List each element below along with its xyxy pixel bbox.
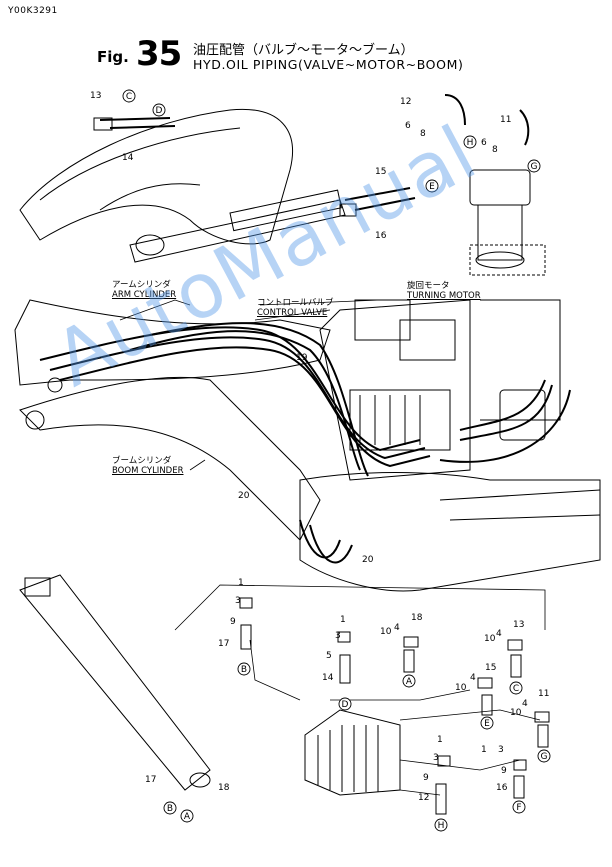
part-number: 3 [235, 596, 241, 606]
part-number: 14 [122, 153, 134, 163]
part-number: 1 [238, 578, 244, 588]
connector-letter: H [467, 138, 474, 148]
label-control-valve: コントロールバルブ CONTROL VALVE [257, 298, 334, 318]
part-number: 6 [405, 121, 411, 131]
connector-letter: A [406, 677, 413, 687]
connector-letter: F [516, 803, 521, 813]
part-number: 15 [375, 167, 386, 177]
fittings [93, 117, 550, 815]
part-number: 10 [510, 708, 522, 718]
part-number: 14 [322, 673, 334, 683]
part-number: 12 [418, 793, 429, 803]
part-number: 9 [423, 773, 429, 783]
label-boom-cylinder: ブームシリンダ BOOM CYLINDER [112, 456, 184, 476]
connector-letter: G [531, 162, 538, 172]
part-number: 18 [218, 783, 230, 793]
part-number: 10 [484, 634, 496, 644]
part-number: 9 [501, 766, 507, 776]
figure-title-english: HYD.OIL PIPING(VALVE~MOTOR~BOOM) [193, 57, 464, 72]
part-number: 11 [500, 115, 511, 125]
part-number: 4 [496, 629, 502, 639]
assembly-lines [119, 299, 546, 796]
part-number: 15 [485, 663, 496, 673]
figure-prefix: Fig. [97, 48, 129, 66]
figure-title-japanese: 油圧配管（バルブ〜モータ〜ブーム） [193, 43, 414, 58]
part-number: 1 [340, 615, 346, 625]
hydraulic-hoses [39, 94, 571, 564]
label-turning-motor: 旋回モータ TURNING MOTOR [407, 281, 481, 301]
connector-letter: E [429, 182, 435, 192]
connector-letter: D [342, 700, 349, 710]
part-number: 17 [218, 639, 229, 649]
part-number: 3 [433, 753, 439, 763]
connector-letter: G [541, 752, 548, 762]
label-arm-cylinder: アームシリンダ ARM CYLINDER [112, 280, 177, 300]
figure-number: 35 [136, 34, 182, 74]
connector-letter: B [167, 804, 173, 814]
document-code: Y00K3291 [8, 6, 58, 16]
part-number: 17 [145, 775, 156, 785]
part-number: 10 [455, 683, 467, 693]
part-number: 12 [400, 97, 411, 107]
connector-letter: C [126, 92, 132, 102]
part-number: 8 [420, 129, 426, 139]
part-number: 10 [380, 627, 392, 637]
part-number: 11 [538, 689, 549, 699]
part-number: 13 [90, 91, 101, 101]
part-number-labels: 13 14 12 6 8 11 6 8 15 16 19 20 20 1 3 9… [90, 91, 549, 803]
part-number: 1 [437, 735, 443, 745]
part-number: 4 [522, 699, 528, 709]
part-number: 19 [296, 353, 308, 363]
connector-letters: C D H G E B D A C E G H F B A [126, 92, 548, 831]
connector-letter: E [484, 719, 490, 729]
part-number: 20 [238, 491, 250, 501]
part-number: 8 [492, 145, 498, 155]
part-number: 16 [496, 783, 508, 793]
part-number: 13 [513, 620, 524, 630]
connector-letter: B [241, 665, 247, 675]
connector-letter: D [156, 106, 163, 116]
connector-letter: C [513, 684, 519, 694]
part-number: 16 [375, 231, 387, 241]
part-number: 9 [230, 617, 236, 627]
connector-letter: H [438, 821, 445, 831]
part-number: 6 [481, 138, 487, 148]
part-number: 4 [470, 673, 476, 683]
part-number: 20 [362, 555, 374, 565]
part-number: 3 [498, 745, 504, 755]
connector-letter: A [184, 812, 191, 822]
part-number: 4 [394, 623, 400, 633]
part-number: 18 [411, 613, 423, 623]
part-number: 1 [481, 745, 487, 755]
connector-markers [122, 89, 551, 832]
part-number: 5 [326, 651, 332, 661]
